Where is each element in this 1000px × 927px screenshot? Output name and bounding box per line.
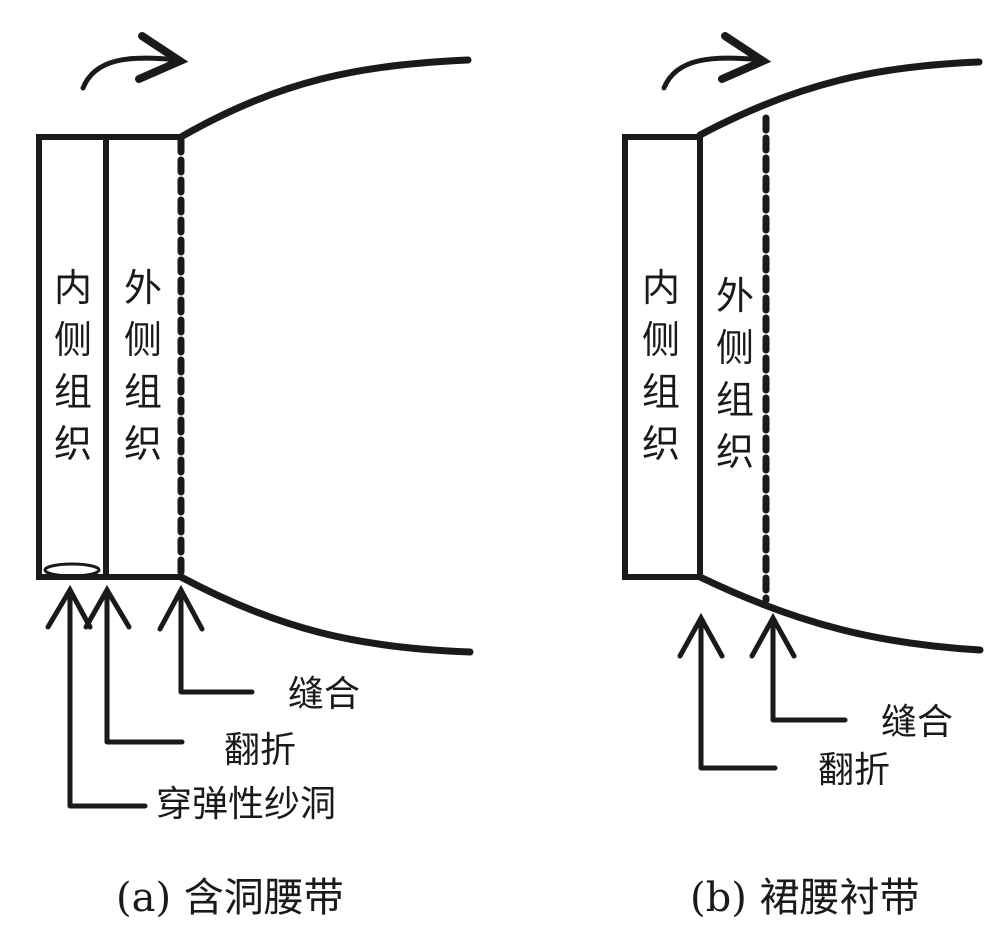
panel-b-drawing <box>622 32 984 771</box>
panel-a-lower-skirt-curve <box>177 573 474 656</box>
panel-b-fold-arrow-icon <box>661 55 765 91</box>
panel-a-fold-label: 翻折 <box>224 730 297 771</box>
panel-b-seam-label: 缝合 <box>881 702 954 743</box>
panel-b-fold-arrowhead-icon <box>718 32 772 83</box>
panel-a-outer-layer-label: 外侧组织 <box>123 266 162 466</box>
panel-b-fold-label: 翻折 <box>818 750 891 791</box>
panel-a-drawing <box>36 32 474 809</box>
panel-b-caption: (b) 裙腰衬带 <box>690 875 920 921</box>
panel-a-fold-callout-arrow-icon <box>83 585 185 745</box>
panel-a-seam-arrow-icon <box>157 584 255 695</box>
panel-b-seam-arrow-icon <box>749 612 848 723</box>
panel-a-elastic-hole <box>43 562 101 578</box>
panel-a-caption: (a) 含洞腰带 <box>116 875 344 921</box>
panel-b-inner-layer-label: 内侧组织 <box>641 266 680 466</box>
panel-b-upper-skirt-curve <box>696 58 983 139</box>
panel-a-fold-arrow-icon <box>80 55 181 91</box>
panel-b-outer-layer-label: 外侧组织 <box>715 274 754 474</box>
panel-a-hole-arrow-icon <box>45 584 148 809</box>
panel-a-outer-layer-rect <box>103 134 184 580</box>
panel-a-seam-label: 缝合 <box>288 674 361 715</box>
panel-a-inner-layer-label: 内侧组织 <box>53 266 92 466</box>
panel-a-upper-skirt-curve <box>177 56 472 141</box>
panel-b-fold-callout-arrow-icon <box>677 612 778 771</box>
panel-a-fold-arrowhead-icon <box>135 32 189 83</box>
panel-a-hole-label: 穿弹性纱洞 <box>156 784 337 825</box>
panel-b-lower-skirt-curve <box>696 573 984 654</box>
